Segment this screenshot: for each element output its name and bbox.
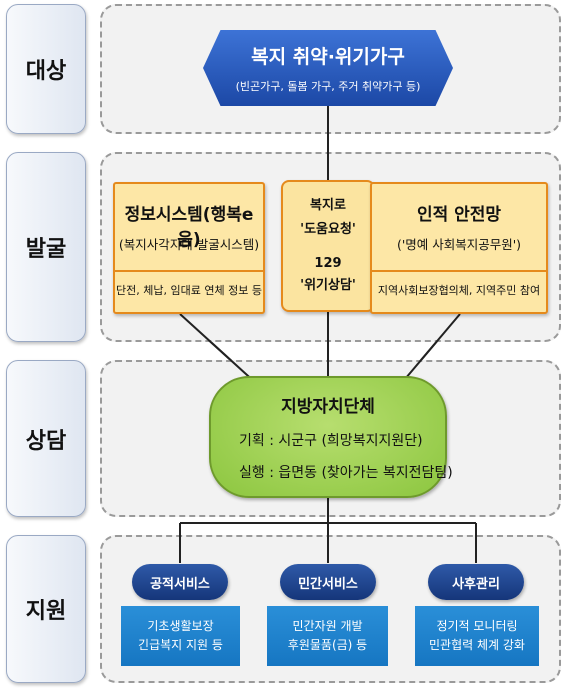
target-subtitle: (빈곤가구, 돌봄 가구, 주거 취약가구 등)	[235, 80, 421, 93]
stage-label-discover: 발굴	[6, 152, 86, 342]
stage-label-text: 상담	[25, 428, 67, 454]
human-safety-net-box: 인적 안전망 ('명예 사회복지공무원') 지역사회보장협의체, 지역주민 참여	[370, 182, 548, 314]
welfare-portal-line1: 복지로	[310, 198, 346, 213]
public-service-box: 기초생활보장 긴급복지 지원 등	[121, 606, 240, 666]
info-system-title: 정보시스템(행복e음)	[124, 205, 254, 250]
welfare-portal-line3: 129	[314, 256, 342, 271]
welfare-portal-box: 복지로 '도움요청' 129 '위기상담'	[281, 180, 375, 312]
private-service-line1: 민간자원 개발	[292, 619, 363, 633]
private-service-label: 민간서비스	[298, 576, 358, 592]
follow-up-box: 정기적 모니터링 민관협력 체계 강화	[415, 606, 539, 666]
stage-label-text: 대상	[25, 59, 67, 84]
welfare-portal-line4: '위기상담'	[300, 278, 356, 293]
private-service-box: 민간자원 개발 후원물품(금) 등	[267, 606, 388, 666]
info-system-subtitle: (복지사각지대 발굴시스템)	[118, 237, 260, 252]
follow-up-line1: 정기적 모니터링	[436, 619, 518, 633]
stage-label-counsel: 상담	[6, 360, 86, 517]
human-safety-net-divider	[372, 270, 546, 272]
local-government-title: 지방자치단체	[281, 397, 375, 417]
local-government-planning: 기획 : 시군구 (희망복지지원단)	[239, 433, 423, 449]
welfare-portal-line2: '도움요청'	[300, 222, 356, 237]
human-safety-net-title: 인적 안전망	[416, 205, 502, 225]
follow-up-label: 사후관리	[452, 576, 500, 592]
target-title: 복지 취약·위기가구	[251, 46, 405, 68]
stage-label-support: 지원	[6, 535, 86, 683]
stage-label-text: 발굴	[25, 237, 67, 262]
stage-label-target: 대상	[6, 4, 86, 134]
stage-label-text: 지원	[25, 599, 67, 624]
public-service-line1: 기초생활보장	[147, 619, 214, 633]
private-service-pill: 민간서비스	[280, 564, 376, 600]
local-government-box: 지방자치단체 기획 : 시군구 (희망복지지원단) 실행 : 읍면동 (찾아가는…	[209, 376, 453, 498]
follow-up-line2: 민관협력 체계 강화	[429, 638, 525, 652]
public-service-line2: 긴급복지 지원 등	[138, 638, 223, 652]
human-safety-net-footer: 지역사회보장협의체, 지역주민 참여	[377, 284, 541, 297]
public-service-label: 공적서비스	[150, 576, 210, 592]
info-system-box: 정보시스템(행복e음) (복지사각지대 발굴시스템) 단전, 체납, 임대료 연…	[113, 182, 265, 314]
human-safety-net-subtitle: ('명예 사회복지공무원')	[396, 237, 522, 252]
follow-up-pill: 사후관리	[428, 564, 524, 600]
local-government-execution: 실행 : 읍면동 (찾아가는 복지전담팀)	[239, 465, 453, 481]
private-service-line2: 후원물품(금) 등	[287, 638, 368, 652]
target-hexagon: 복지 취약·위기가구 (빈곤가구, 돌봄 가구, 주거 취약가구 등)	[203, 30, 453, 106]
info-system-divider	[115, 270, 263, 272]
public-service-pill: 공적서비스	[132, 564, 228, 600]
info-system-footer: 단전, 체납, 임대료 연체 정보 등	[116, 284, 262, 297]
